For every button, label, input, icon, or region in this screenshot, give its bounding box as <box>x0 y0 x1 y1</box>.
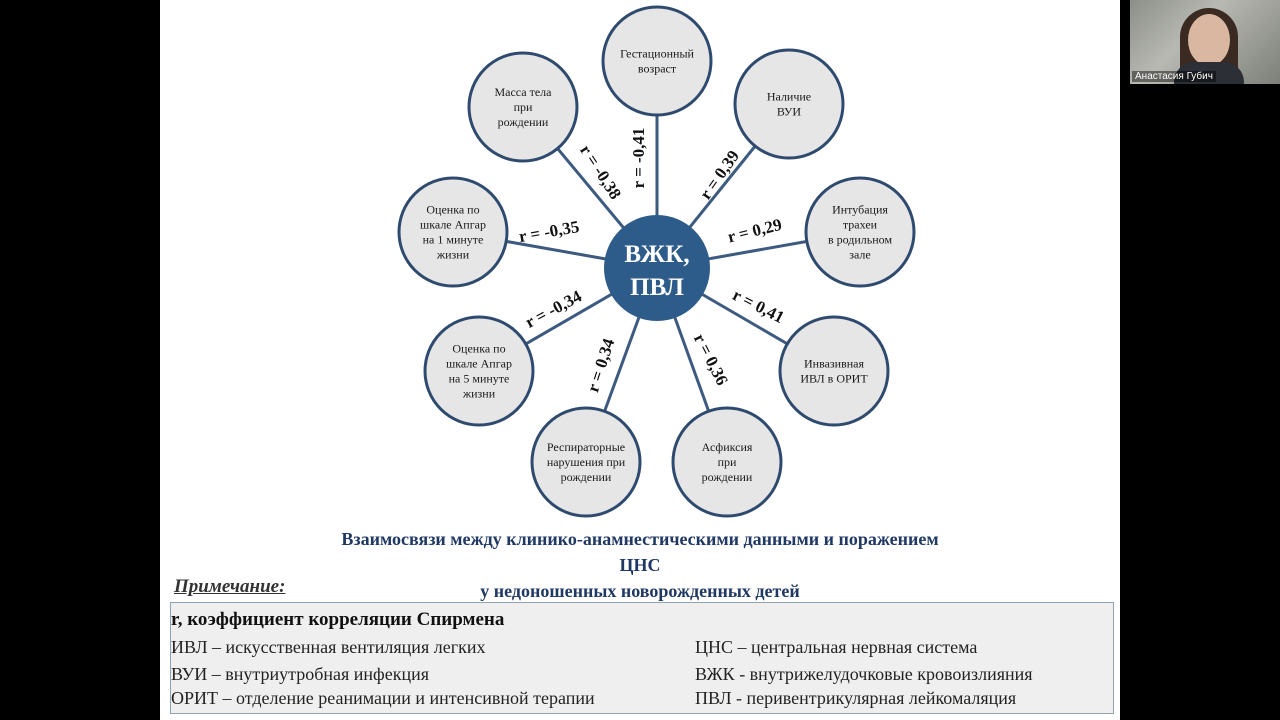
diagram-caption: Взаимосвязи между клинико-анамнестически… <box>160 526 1120 604</box>
abbreviation-legend: r, коэффициент корреляции Спирмена ИВЛ –… <box>170 602 1114 714</box>
factor-node-label: жизни <box>462 387 496 401</box>
factor-node-label: шкале Апгар <box>420 218 486 232</box>
participant-face <box>1188 14 1230 66</box>
webcam-thumbnail[interactable]: Анастасия Губич <box>1130 0 1280 84</box>
factor-node-label: Масса тела <box>494 85 552 99</box>
factor-node-label: Оценка по <box>452 342 505 356</box>
factor-node-label: Асфиксия <box>702 440 753 454</box>
correlation-label: r = -0,38 <box>576 141 625 202</box>
factor-node-label: на 1 минуте <box>423 233 484 247</box>
factor-node-label: на 5 минуте <box>449 372 510 386</box>
participant-name: Анастасия Губич <box>1132 71 1216 82</box>
factor-node <box>671 406 783 518</box>
correlation-label: r = 0,29 <box>726 215 784 247</box>
legend-item: ОРИТ – отделение реанимации и интенсивно… <box>171 688 595 708</box>
center-node <box>604 215 710 321</box>
factor-node-label: в родильном <box>828 233 893 247</box>
factor-node-label: нарушения при <box>547 455 626 469</box>
factor-node-label: рождении <box>702 470 753 484</box>
factor-node-label: ИВЛ в ОРИТ <box>800 372 868 386</box>
factor-node-label: Гестационный <box>620 47 694 61</box>
factor-node <box>733 48 845 160</box>
factor-node-label: Респираторные <box>547 440 625 454</box>
factor-node-label: Оценка по <box>426 203 479 217</box>
factor-node <box>397 176 509 288</box>
correlation-label: r = -0,34 <box>522 286 585 332</box>
factor-node-label: при <box>514 100 533 114</box>
factor-node <box>530 406 642 518</box>
factor-node-label: Инвазивная <box>804 357 864 371</box>
factor-node <box>601 5 713 117</box>
legend-item: ПВЛ - перивентрикулярная лейкомаляция <box>695 688 1017 708</box>
note-label: Примечание: <box>174 576 286 597</box>
factor-node-label: рождении <box>498 115 549 129</box>
legend-item: ЦНС – центральная нервная система <box>695 637 978 657</box>
factor-node-label: шкале Апгар <box>446 357 512 371</box>
factor-node-label: возраст <box>638 62 677 76</box>
factor-node-label: трахеи <box>843 218 878 232</box>
correlation-label: r = 0,41 <box>730 285 788 327</box>
caption-line-2: у недоношенных новорожденных детей <box>480 581 800 601</box>
center-label-line-2: ПВЛ <box>630 274 684 301</box>
correlation-label: r = -0,35 <box>517 217 580 246</box>
factor-node-label: ВУИ <box>777 105 802 119</box>
legend-title: r, коэффициент корреляции Спирмена <box>171 609 505 630</box>
factor-node-label: рождении <box>561 470 612 484</box>
factor-node <box>423 315 535 427</box>
factor-node-label: при <box>718 455 737 469</box>
factor-node-label: зале <box>849 248 871 262</box>
legend-item: ВУИ – внутриутробная инфекция <box>171 664 429 684</box>
legend-item: ИВЛ – искусственная вентиляция легких <box>171 637 486 657</box>
factor-node <box>804 176 916 288</box>
participant-body <box>1174 62 1244 84</box>
legend-item: ВЖК - внутрижелудочковые кровоизлияния <box>695 664 1033 684</box>
factor-node <box>467 51 579 163</box>
factor-node <box>778 315 890 427</box>
factor-node-label: Интубация <box>832 203 888 217</box>
correlation-label: r = 0,39 <box>696 147 743 203</box>
caption-line-1: Взаимосвязи между клинико-анамнестически… <box>341 529 939 575</box>
center-label-line-1: ВЖК, <box>624 241 689 268</box>
factor-node-label: Наличие <box>767 90 811 104</box>
correlation-label: r = -0,41 <box>629 128 648 189</box>
factor-node-label: жизни <box>436 248 470 262</box>
